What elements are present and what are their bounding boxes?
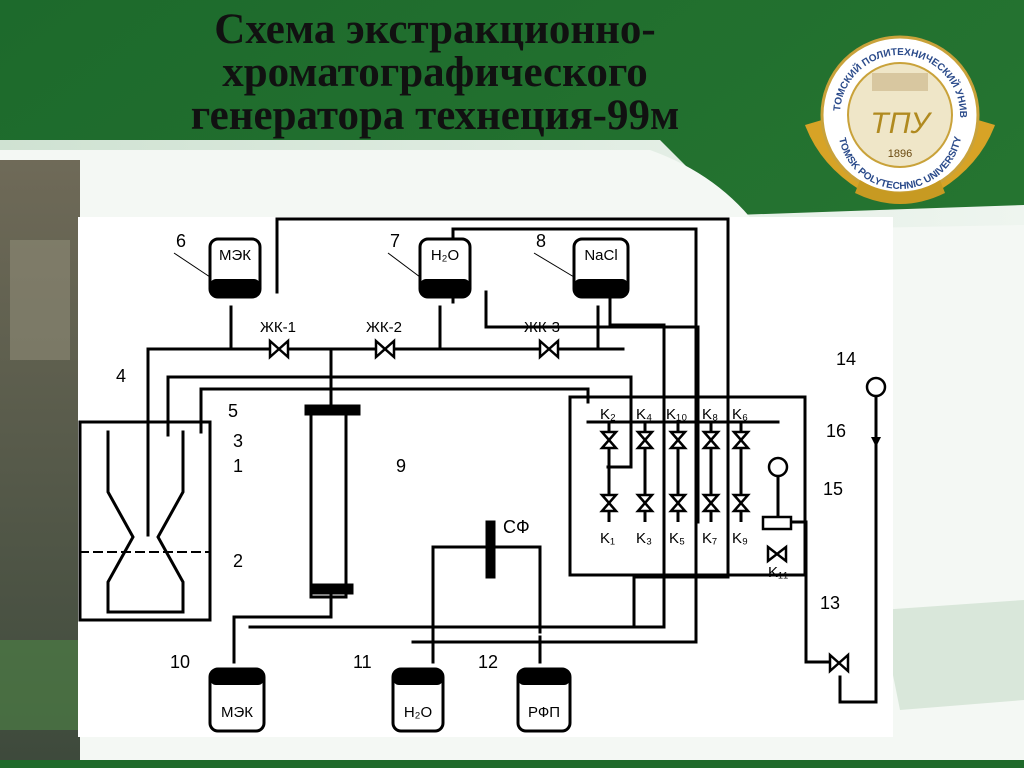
callout-11: 11	[353, 652, 372, 672]
callout-13: 13	[820, 593, 840, 613]
bottle-12-label: РФП	[528, 704, 560, 721]
valve-zhk-3-label: ЖК-3	[524, 319, 560, 336]
title-line-2: хроматографического	[222, 49, 648, 96]
valve-block	[568, 395, 807, 577]
valve-k2-label: K₂	[600, 406, 616, 423]
valve-k7-label: K₇	[702, 530, 717, 547]
column-9	[309, 410, 348, 599]
valve-k1-label: K₁	[600, 530, 615, 547]
pipe-line-3	[199, 387, 590, 419]
valve-zhk-2-label: ЖК-2	[366, 319, 402, 336]
bottle-11-label: H₂O	[404, 704, 432, 721]
bottle-10: МЭК 10	[170, 652, 266, 733]
valve-k11	[766, 544, 788, 564]
logo-year: 1896	[888, 148, 912, 160]
pipe-main-line	[146, 347, 625, 419]
bottle-7: H₂O 7	[387, 231, 472, 299]
valve-k9-label: K₉	[732, 530, 748, 547]
valve-zhk-1-label: ЖК-1	[260, 319, 296, 336]
bottle-8-label: NaCl	[584, 247, 617, 264]
bottle-11: H₂O 11	[353, 652, 445, 733]
bottle-10-label: МЭК	[221, 704, 253, 721]
callout-10: 10	[170, 652, 190, 672]
callout-6: 6	[176, 231, 186, 251]
callout-12: 12	[478, 652, 498, 672]
sf-label: СФ	[503, 517, 530, 537]
title-line-3: генератора технеция-99м	[190, 92, 680, 139]
gauge-16	[767, 456, 789, 478]
pump-14	[865, 376, 887, 398]
callout-16: 16	[826, 421, 846, 441]
generator-diagram: МЭК 6 H₂O 7 NaCl 8 ЖК-1	[78, 217, 893, 737]
callout-7: 7	[390, 231, 400, 251]
callout-1: 1	[233, 456, 243, 476]
element-15	[761, 515, 793, 531]
callout-5: 5	[228, 401, 238, 421]
pipe-h2o-out	[484, 290, 700, 524]
valve-k5-label: K₅	[669, 530, 685, 547]
valve-k10-label: K₁₀	[666, 406, 687, 423]
callout-numbers: 1 2 3 4 5 9 13 14 15 16 СФ	[116, 349, 856, 613]
diagram-canvas: МЭК 6 H₂O 7 NaCl 8 ЖК-1	[78, 217, 887, 733]
callout-8: 8	[536, 231, 546, 251]
valve-k3-label: K₃	[636, 530, 652, 547]
extractor-funnel	[106, 430, 185, 614]
valve-block-labels-bottom: K₁ K₃ K₅ K₇ K₉	[600, 530, 748, 547]
callout-14: 14	[836, 349, 856, 369]
valve-zhk-3: ЖК-3	[524, 319, 560, 360]
valve-k8-label: K₈	[702, 406, 718, 423]
valve-block-labels-top: K₂ K₄ K₁₀ K₈ K₆	[600, 406, 748, 423]
bottle-6-label: МЭК	[219, 247, 251, 264]
callout-15: 15	[823, 479, 843, 499]
pipe-nacl-out	[248, 290, 666, 629]
title-line-1: Схема экстракционно-	[214, 6, 656, 53]
callout-4: 4	[116, 366, 126, 386]
valve-zhk-2: ЖК-2	[366, 319, 402, 360]
slide-title: Схема экстракционно- хроматографического…	[110, 8, 760, 137]
pipe-line-2	[166, 375, 633, 469]
callout-9: 9	[396, 456, 406, 476]
bottle-8: NaCl 8	[533, 231, 630, 299]
valve-k11-label: K₁₁	[768, 564, 788, 581]
bottle-6: МЭК 6	[173, 231, 262, 299]
sf-filter	[485, 520, 496, 579]
extractor-vessel	[78, 420, 212, 622]
valve-k6-label: K₆	[732, 406, 748, 423]
valve-13	[828, 652, 850, 674]
callout-3: 3	[233, 431, 243, 451]
bottle-7-label: H₂O	[431, 247, 459, 264]
bottle-12: РФП 12	[478, 652, 572, 733]
callout-2: 2	[233, 551, 243, 571]
university-logo: ТОМСКИЙ ПОЛИТЕХНИЧЕСКИЙ УНИВЕРСИТЕТ TOMS…	[800, 15, 995, 204]
valve-k4-label: K₄	[636, 406, 652, 423]
logo-monogram: ТПУ	[870, 107, 932, 140]
valve-zhk-1: ЖК-1	[260, 319, 296, 360]
